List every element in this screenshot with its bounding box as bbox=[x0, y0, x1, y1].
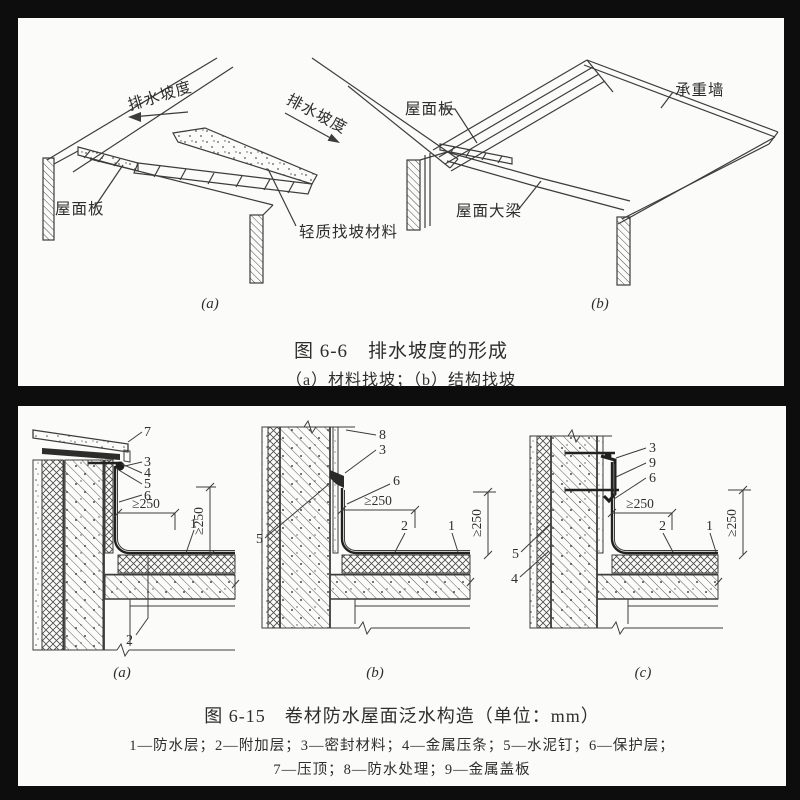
reglet-seal-b bbox=[330, 470, 344, 488]
bottom-break-line-a bbox=[33, 642, 235, 658]
roof-slab-section-a bbox=[104, 554, 240, 646]
leader-lines-c bbox=[519, 447, 717, 578]
dimension-lines-c bbox=[607, 485, 751, 560]
sealant-blob-a bbox=[115, 461, 125, 471]
figure-6-6-panel: 排水坡度 排水坡度 屋面板 轻质找坡材料 (a) bbox=[18, 18, 784, 389]
figure-6-15-panel: 7 3 4 5 6 1 2 ≥250 ≥250 (a) bbox=[18, 406, 786, 786]
leader-lines-b bbox=[264, 429, 459, 553]
leader-roof-girder bbox=[517, 180, 542, 211]
figure-6-15-caption: 图 6-15 卷材防水屋面泛水构造（单位：mm） bbox=[204, 706, 600, 726]
slope-arrow-left bbox=[128, 111, 189, 122]
slope-label-left: 排水坡度 bbox=[126, 78, 194, 115]
left-wall-column bbox=[42, 157, 55, 241]
label-lightweight-fill: 轻质找坡材料 bbox=[299, 223, 398, 241]
roof-plane-lines bbox=[46, 57, 459, 216]
right-wall-column-b bbox=[616, 216, 631, 286]
figure-6-6-caption: 图 6-6 排水坡度的形成 bbox=[293, 341, 509, 362]
dim-vertical-a: ≥250 bbox=[191, 507, 206, 535]
dimension-lines-b bbox=[337, 487, 496, 560]
flashing-membrane-a bbox=[87, 460, 235, 555]
callout-6-c: 6 bbox=[649, 471, 656, 486]
callout-3-b: 3 bbox=[379, 443, 386, 458]
leader-lightweight-fill bbox=[267, 168, 297, 227]
bottom-break-line-c bbox=[530, 620, 723, 636]
detail-c bbox=[519, 428, 751, 636]
detail-a-tag: (a) bbox=[113, 665, 131, 681]
bottom-break-line-b bbox=[262, 620, 470, 636]
callout-5-a: 5 bbox=[144, 477, 151, 492]
callout-8: 8 bbox=[379, 428, 386, 443]
dim-vertical-b: ≥250 bbox=[469, 509, 484, 537]
drawing-b-tag: (b) bbox=[591, 296, 609, 312]
callout-7: 7 bbox=[144, 425, 151, 440]
roof-slab-section-c bbox=[596, 554, 723, 624]
figure-6-15-legend-line-2: 7—压顶；8—防水处理；9—金属盖板 bbox=[273, 762, 531, 778]
callout-1-a: 1 bbox=[190, 517, 197, 532]
detail-b-tag: (b) bbox=[366, 665, 384, 681]
center-wall-column bbox=[249, 214, 264, 284]
figure-6-15-legend-line-1: 1—防水层；2—附加层；3—密封材料；4—金属压条；5—水泥钉；6—保护层； bbox=[129, 738, 675, 754]
leader-bearing-wall bbox=[660, 91, 674, 109]
leader-roof-panel-a bbox=[93, 164, 124, 209]
callout-2-b: 2 bbox=[401, 519, 408, 534]
figure-6-6-subcaption: （a）材料找坡；（b）结构找坡 bbox=[285, 372, 517, 389]
roof-girder-lines bbox=[419, 143, 631, 211]
dim-horizontal-a: ≥250 bbox=[132, 496, 160, 511]
dim-vertical-c: ≥250 bbox=[724, 509, 739, 537]
callout-5-b: 5 bbox=[256, 532, 263, 547]
callout-2-c: 2 bbox=[659, 519, 666, 534]
callout-9: 9 bbox=[649, 456, 656, 471]
flashing-membrane-b bbox=[330, 470, 470, 555]
callout-1-c: 1 bbox=[706, 519, 713, 534]
label-bearing-wall: 承重墙 bbox=[675, 81, 725, 99]
parapet-wall-section-c bbox=[529, 428, 612, 629]
drawing-a-tag: (a) bbox=[201, 296, 219, 312]
bearing-wall-beam-lines bbox=[583, 59, 779, 225]
label-roof-panel-a: 屋面板 bbox=[55, 200, 105, 218]
callout-5-c: 5 bbox=[512, 547, 519, 562]
detail-b bbox=[261, 419, 496, 636]
label-roof-girder: 屋面大梁 bbox=[456, 202, 522, 220]
drawing-a-material-slope bbox=[42, 57, 459, 284]
detail-a bbox=[32, 429, 240, 658]
callout-1-b: 1 bbox=[448, 519, 455, 534]
sealant-blob-c bbox=[604, 452, 612, 460]
label-roof-panel-b: 屋面板 bbox=[405, 100, 455, 118]
roof-slab-section-b bbox=[329, 554, 475, 624]
left-wall-column-b bbox=[406, 153, 431, 231]
parapet-wall-section-a bbox=[32, 459, 114, 651]
callout-4-a: 4 bbox=[144, 466, 151, 481]
leader-lines-a bbox=[116, 431, 195, 636]
detail-c-tag: (c) bbox=[635, 665, 652, 681]
leader-roof-panel-b bbox=[441, 108, 478, 144]
slope-arrow-right bbox=[284, 112, 340, 143]
callout-3-a: 3 bbox=[144, 455, 151, 470]
callout-4-c: 4 bbox=[511, 572, 518, 587]
callout-2-a: 2 bbox=[126, 633, 133, 648]
roof-plank-lines bbox=[432, 59, 614, 172]
lightweight-fill-wedge bbox=[172, 127, 318, 185]
flashing-membrane-c bbox=[610, 462, 718, 555]
callout-6-a: 6 bbox=[144, 489, 151, 504]
coping-section bbox=[32, 429, 131, 463]
dimension-lines-a bbox=[113, 482, 216, 560]
dim-horizontal-c: ≥250 bbox=[626, 496, 654, 511]
figure-6-6-drawings: 排水坡度 排水坡度 屋面板 轻质找坡材料 (a) bbox=[42, 57, 779, 312]
dim-horizontal-b: ≥250 bbox=[364, 493, 392, 508]
parapet-wall-section-b bbox=[261, 419, 355, 629]
drawing-b-structural-slope bbox=[406, 59, 779, 286]
callout-6-b: 6 bbox=[393, 474, 400, 489]
callout-3-c: 3 bbox=[649, 441, 656, 456]
figure-6-15-drawings: 7 3 4 5 6 1 2 ≥250 ≥250 (a) bbox=[32, 419, 751, 681]
